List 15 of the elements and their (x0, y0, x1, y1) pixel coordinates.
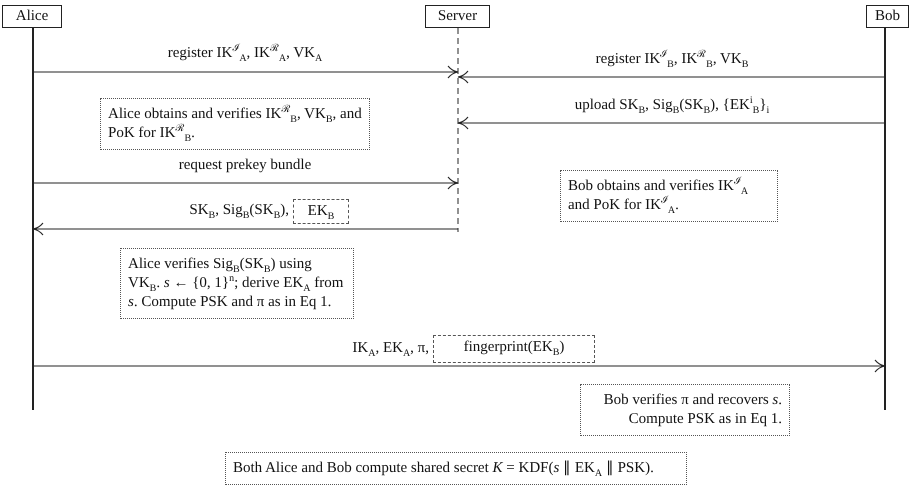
participant-lifeline: Bob (866, 5, 909, 410)
dashed-box: fingerprint(EK$_{B}$) (433, 335, 595, 363)
edge-label: register IK$^{ℐ}$$_{B}$, IK$^{ℛ}$$_{B}$, VK$_{B}$ (594, 50, 750, 68)
participant-lifeline: Server (425, 5, 490, 232)
edge-label: register IK$^{ℐ}$$_{A}$, IK$^{ℛ}$$_{A}$, VK$_{A}$ (166, 44, 324, 62)
note-box: Bob verifies π and recovers s. Compute PSK as in Eq 1. (580, 384, 790, 436)
edge-label: SK$_{B}$, Sig$_{B}$(SK$_{B}$), (187, 201, 291, 219)
edge-label: IK$_{A}$, EK$_{A}$, π, (350, 339, 431, 357)
dashed-box: EK$_{B}$ (293, 199, 349, 224)
edge-label: upload SK$_{B}$, Sig$_{B}$(SK$_{B}$), {EK$^{i}$$_{B}$}$_{i}$ (572, 96, 772, 114)
note-box: Both Alice and Bob compute shared secret K = KDF(s ∥ EK$_{A}$ ∥ PSK). (225, 452, 687, 485)
participant-lifeline: Alice (2, 5, 62, 410)
note-box: Alice verifies Sig$_{B}$(SK$_{B}$) using VK$_{B}$. s ← {0, 1}$^{n}$; derive EK$_{A}$ from s. Compute PSK and π as in Eq 1. (120, 248, 354, 319)
edge-label: request prekey bundle (176, 156, 314, 174)
note-box: Alice obtains and verifies IK$^{ℛ}$$_{B}$, VK$_{B}$, and PoK for IK$^{ℛ}$$_{B}$. (100, 98, 370, 150)
